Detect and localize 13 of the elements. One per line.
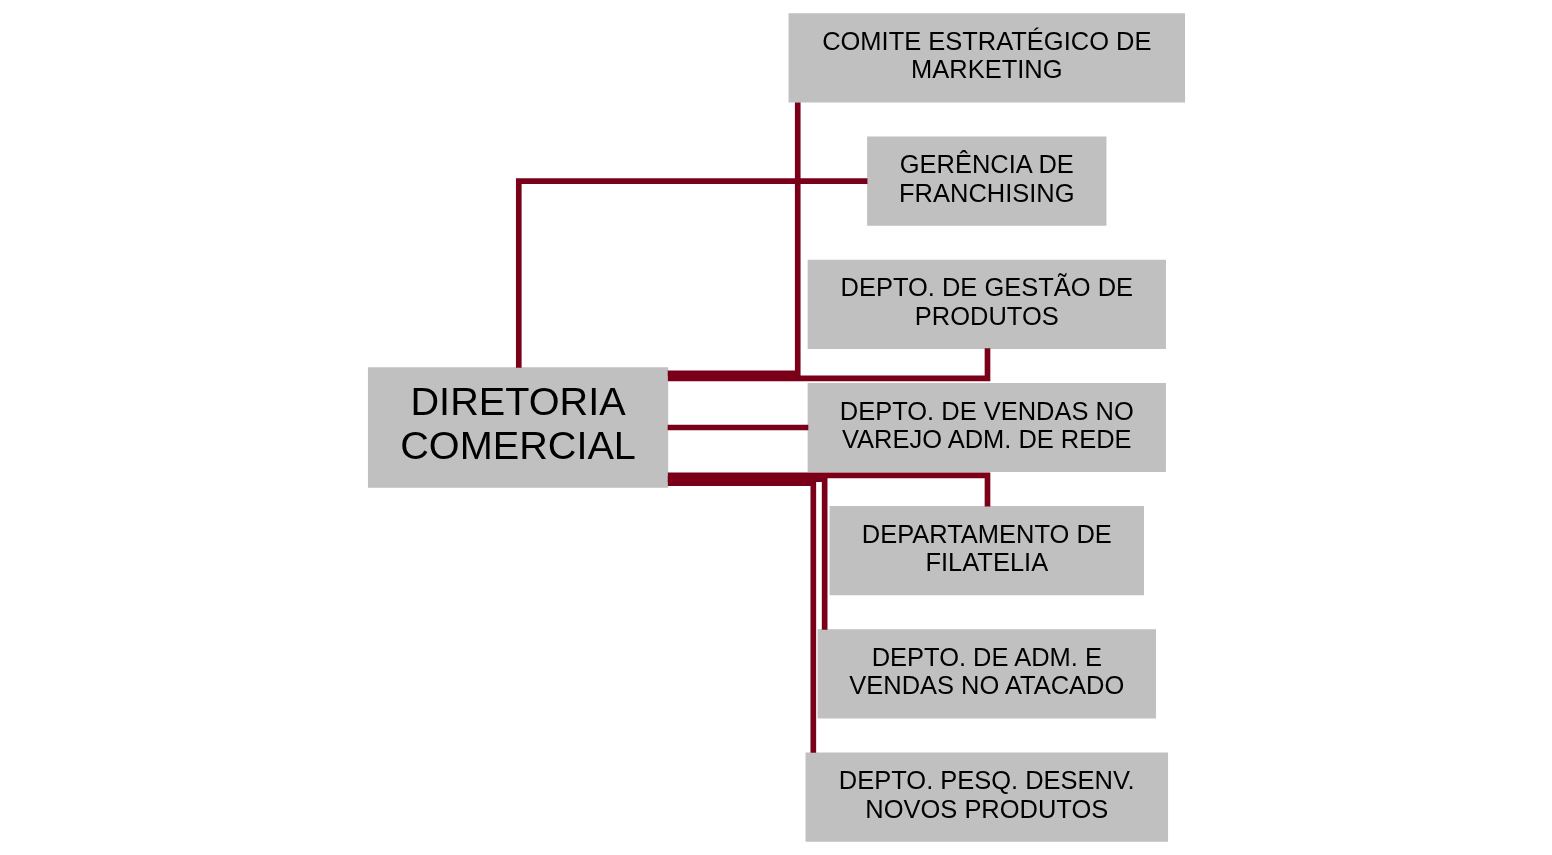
node-box: DEPTO. PESQ. DESENV. NOVOS PRODUTOS [805,752,1168,842]
node-box: COMITE ESTRATÉGICO DE MARKETING [788,13,1185,103]
node-box: GERÊNCIA DE FRANCHISING [866,136,1106,226]
connector [667,102,801,377]
node-box: DEPTO. DE GESTÃO DE PRODUTOS [807,259,1166,349]
node-box: DEPTO. DE ADM. E VENDAS NO ATACADO [817,629,1156,719]
node-box: DIRETORIA COMERCIAL [367,367,668,488]
node-box: DEPARTAMENTO DE FILATELIA [829,506,1144,596]
connector [667,424,808,431]
connector [667,480,816,753]
connector [667,476,827,630]
connector [515,178,867,368]
node-box: DEPTO. DE VENDAS NO VAREJO ADM. DE REDE [807,382,1166,473]
